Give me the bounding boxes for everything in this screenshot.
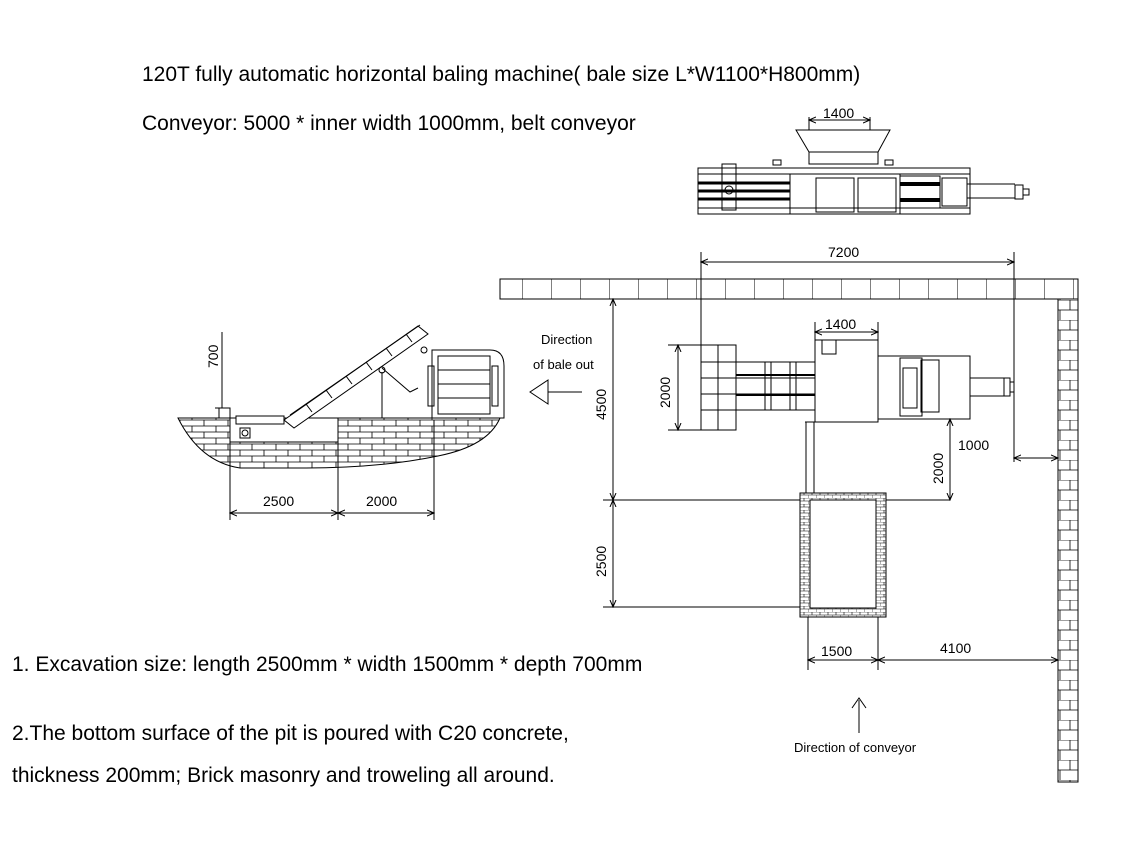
dim-plan-hopper: 1400 [825,316,856,332]
side-view [177,324,505,469]
dim-plan-offset: 2000 [930,453,946,484]
machine-top-view [697,117,1030,215]
factory-wall-top [499,278,1079,300]
bale-out-label-line2: of bale out [533,357,594,372]
dim-plan-depth: 4500 [593,389,609,420]
dim-overall-length: 7200 [828,244,859,260]
pit-plan-view [799,492,887,618]
dim-side-machine-length: 2000 [366,493,397,509]
dim-side-wall-gap: 4100 [940,640,971,656]
conveyor-direction-arrow [851,697,867,733]
dim-top-hopper: 1400 [823,105,854,121]
conveyor-direction-label: Direction of conveyor [794,740,917,755]
note-concrete-line2: thickness 200mm; Brick masonry and trowe… [12,764,555,787]
note-concrete-line1: 2.The bottom surface of the pit is poure… [12,722,569,745]
note-excavation: 1. Excavation size: length 2500mm * widt… [12,653,643,676]
bale-out-arrow [529,379,582,405]
dim-plan-bale-length: 2000 [657,377,673,408]
drawing-title: 120T fully automatic horizontal baling m… [142,63,861,86]
factory-wall-right [1057,298,1079,783]
bale-out-label-line1: Direction [541,332,593,347]
dim-pit-length: 2500 [593,546,609,577]
dim-pit-width: 1500 [821,643,852,659]
dim-side-pit-length: 2500 [263,493,294,509]
conveyor-spec: Conveyor: 5000 * inner width 1000mm, bel… [142,112,636,135]
dim-side-pit-depth: 700 [205,344,221,368]
machine-plan-view [701,339,1015,513]
dim-plan-wall-gap: 1000 [958,437,989,453]
